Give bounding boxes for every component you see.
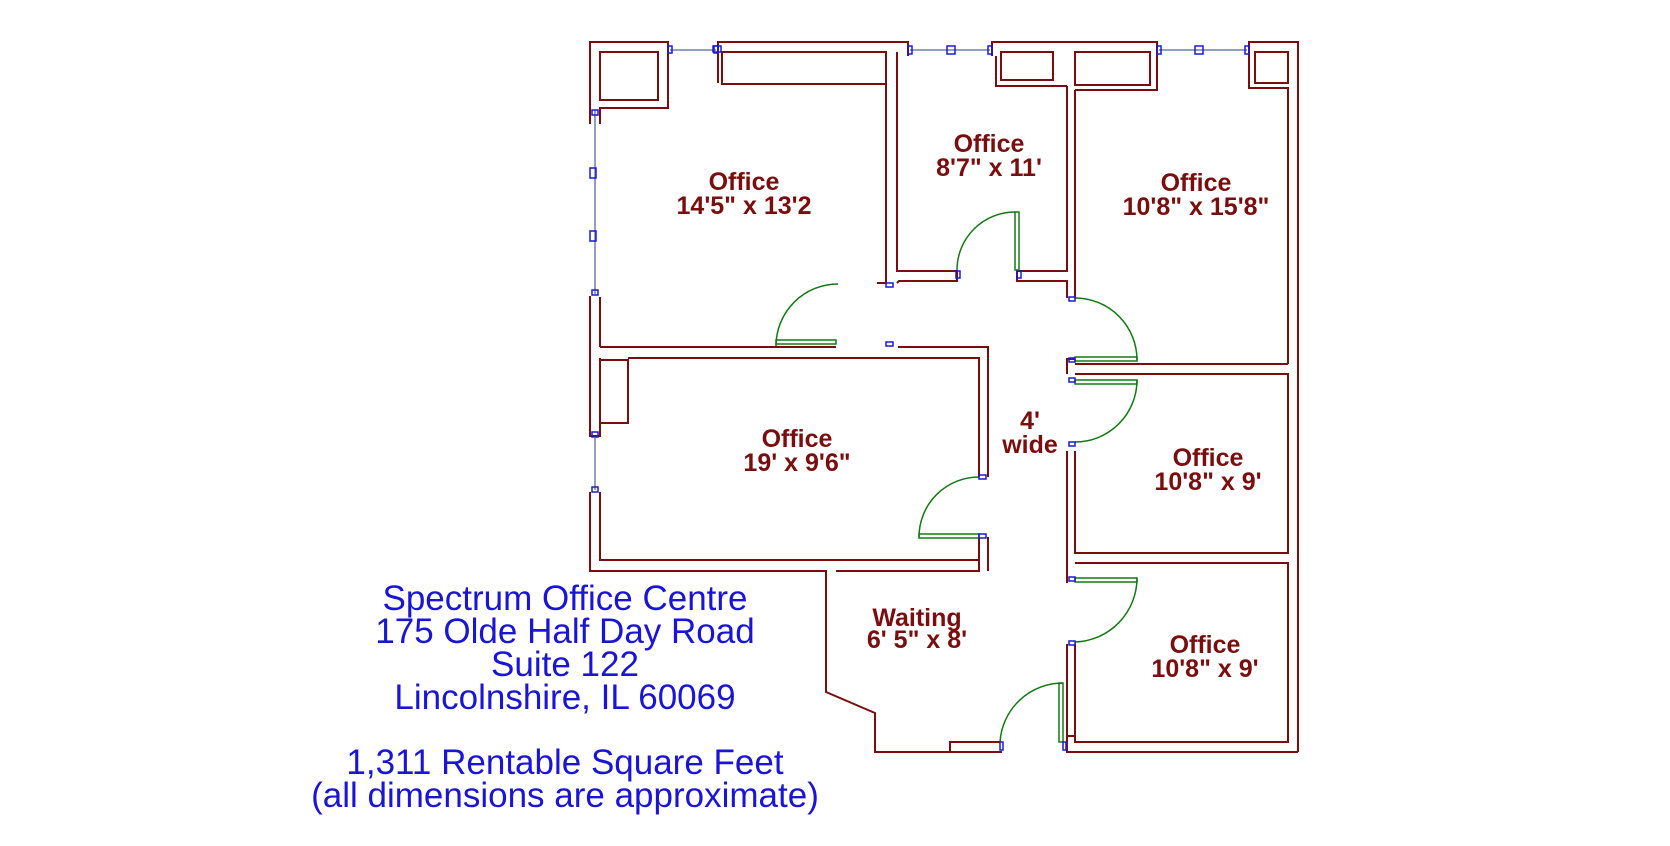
room-dimensions: 10'8" x 9' xyxy=(1154,468,1261,496)
interior-walls xyxy=(600,52,1298,753)
dimensions-disclaimer: (all dimensions are approximate) xyxy=(311,776,819,815)
room-dimensions: 6' 5" x 8' xyxy=(867,626,967,654)
street-address: 175 Olde Half Day Road xyxy=(375,612,755,651)
corridor-width-label: wide xyxy=(1001,431,1058,459)
room-dimensions: 19' x 9'6" xyxy=(743,449,850,477)
building-name: Spectrum Office Centre xyxy=(382,579,748,618)
room-dimensions: 10'8" x 15'8" xyxy=(1123,193,1270,221)
room-name: Office xyxy=(762,425,833,453)
spacer xyxy=(270,714,860,746)
windows xyxy=(589,45,1250,493)
rentable-area: 1,311 Rentable Square Feet xyxy=(346,743,784,782)
room-dimensions: 8'7" x 11' xyxy=(936,154,1042,182)
corridor-width-label: 4' xyxy=(1020,407,1040,435)
room-name: Office xyxy=(1173,444,1244,472)
city-state-zip: Lincolnshire, IL 60069 xyxy=(394,678,736,717)
room-dimensions: 10'8" x 9' xyxy=(1151,655,1258,683)
room-dimensions: 14'5" x 13'2 xyxy=(677,192,812,220)
doors xyxy=(775,211,1138,753)
room-name: Waiting xyxy=(872,604,961,632)
room-name: Office xyxy=(709,168,780,196)
property-info: Spectrum Office Centre 175 Olde Half Day… xyxy=(270,579,860,815)
room-name: Office xyxy=(1161,169,1232,197)
room-labels: Office 14'5" x 13'2 Office 8'7" x 11' Of… xyxy=(677,130,1270,683)
room-name: Office xyxy=(954,130,1025,158)
room-name: Office xyxy=(1170,631,1241,659)
suite-number: Suite 122 xyxy=(491,645,639,684)
